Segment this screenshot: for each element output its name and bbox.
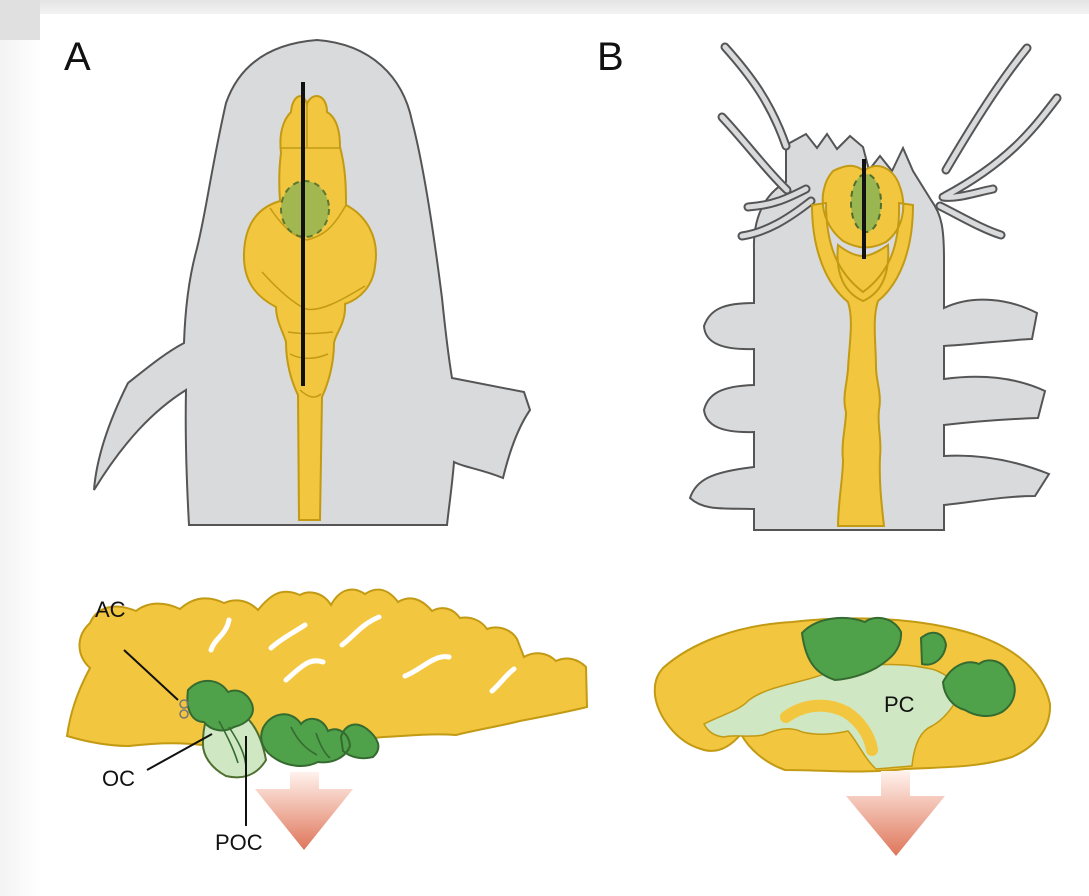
oc-label: OC — [102, 766, 135, 791]
panel-b-top: B — [597, 35, 1057, 530]
panel-a-letter: A — [64, 35, 91, 79]
panel-a-bottom: AC OC POC — [67, 590, 587, 855]
panel-b-letter: B — [597, 35, 624, 79]
panel-a-top: A — [64, 35, 530, 525]
pc-label: PC — [884, 692, 915, 717]
vertebrate-sagittal-brain — [67, 590, 587, 746]
panel-b-bottom: PC — [655, 618, 1050, 856]
ac-label: AC — [95, 597, 126, 622]
poc-label: POC — [215, 830, 263, 855]
panel-a-down-arrow — [255, 772, 353, 850]
annelid-right-antenna — [940, 48, 1057, 235]
panel-b-down-arrow — [846, 771, 945, 856]
